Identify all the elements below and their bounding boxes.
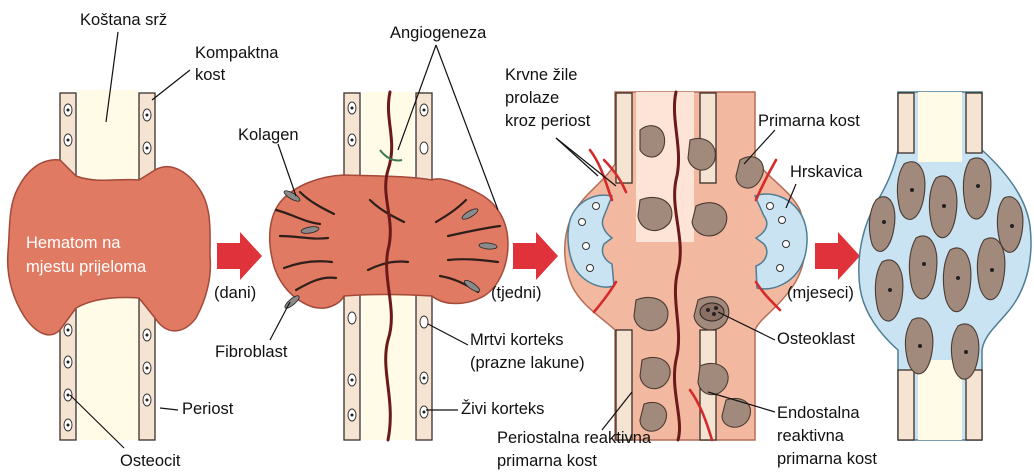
label-periostalna-1: Periostalna reaktivna — [497, 429, 652, 447]
cortex-right-lower-4 — [966, 370, 982, 440]
label-primarna-kost: Primarna kost — [758, 112, 860, 130]
label-osteocit: Osteocit — [120, 452, 181, 470]
arrow-label-tjedni: (tjedni) — [491, 284, 541, 302]
label-mrtvi-korteks-2: (prazne lakune) — [470, 354, 585, 372]
cortex-left-upper-3 — [616, 93, 632, 183]
bone-marrow-4a — [918, 92, 962, 162]
label-kolagen: Kolagen — [238, 126, 299, 144]
label-kostana-srz: Koštana srž — [80, 11, 167, 29]
label-periost: Periost — [182, 400, 234, 418]
label-krvne-zile-2: prolaze — [505, 89, 559, 107]
label-endostalna-2: reaktivna — [777, 427, 845, 445]
label-hrskavica: Hrskavica — [790, 163, 863, 181]
stage-2-granulation: Angiogeneza Kolagen Fibroblast Mrtvi kor… — [215, 24, 585, 440]
label-hematom-2: mjestu prijeloma — [26, 258, 147, 276]
label-periostalna-2: primarna kost — [497, 452, 597, 470]
label-kompaktna-kost-2: kost — [195, 66, 226, 84]
stage-4-hard-callus — [859, 92, 1031, 440]
leader-kompaktna-kost — [152, 70, 190, 100]
label-endostalna-1: Endostalna — [777, 404, 860, 422]
label-osteoklast: Osteoklast — [777, 330, 855, 348]
arrow-label-dani: (dani) — [214, 284, 256, 302]
label-angiogeneza: Angiogeneza — [390, 24, 487, 42]
arrow-label-mjeseci: (mjeseci) — [787, 284, 854, 302]
arrow-right-icon — [513, 232, 558, 280]
stage-1-hematoma: Koštana srž Kompaktna kost Hematom na mj… — [8, 11, 280, 470]
arrow-right-icon — [815, 232, 860, 280]
cortex-left-lower-4 — [898, 370, 914, 440]
stage-arrow-1: (dani) — [214, 232, 262, 302]
label-zivi-korteks: Živi korteks — [461, 399, 544, 418]
label-krvne-zile-1: Krvne žile — [505, 66, 577, 84]
cortex-left-upper-4 — [898, 93, 914, 153]
leader-fibroblast — [270, 302, 290, 340]
label-mrtvi-korteks-1: Mrtvi korteks — [470, 331, 564, 349]
cortex-left-lower-3 — [616, 330, 632, 440]
leader-periost — [160, 408, 178, 410]
arrow-right-icon — [217, 232, 262, 280]
label-krvne-zile-3: kroz periost — [505, 112, 591, 130]
label-fibroblast: Fibroblast — [215, 343, 288, 361]
cortex-right-upper-4 — [966, 93, 982, 153]
osteoclast — [700, 303, 724, 321]
label-hematom-1: Hematom na — [26, 234, 121, 252]
leader-mrtvi-korteks — [428, 324, 468, 345]
label-endostalna-3: primarna kost — [777, 450, 877, 468]
label-kompaktna-kost-1: Kompaktna — [195, 44, 279, 62]
leader-kolagen — [278, 144, 296, 196]
